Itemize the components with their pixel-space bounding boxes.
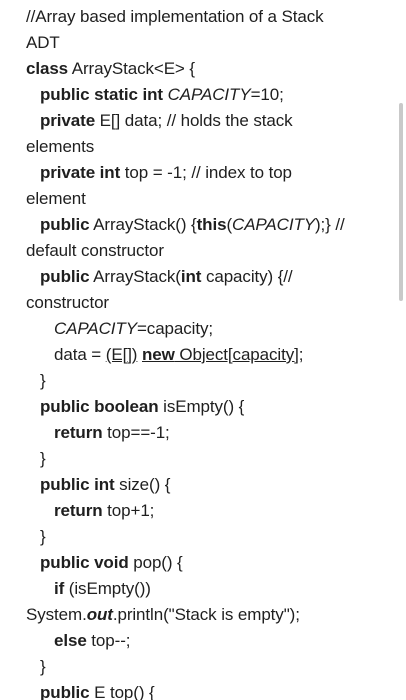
code-line-22: public void pop() { (26, 550, 390, 576)
keyword: public void (40, 553, 129, 572)
code-line-12: constructor (26, 290, 390, 316)
keyword: this (196, 215, 227, 234)
code-text: ArrayStack() { (89, 215, 197, 234)
code-line-20: return top+1; (26, 498, 390, 524)
closing-brace: } (40, 527, 46, 546)
code-text: ArrayStack( (89, 267, 181, 286)
code-line-5: private E[] data; // holds the stack (26, 108, 390, 134)
code-line-21: } (26, 524, 390, 550)
constant-name: CAPACITY (232, 215, 315, 234)
code-line-9: public ArrayStack() {this(CAPACITY);} // (26, 212, 390, 238)
keyword: return (54, 501, 103, 520)
keyword: private (40, 111, 96, 130)
comment-text: //Array based implementation of a Stack (26, 7, 324, 26)
code-line-8: element (26, 186, 390, 212)
code-text: System. (26, 605, 87, 624)
code-line-10: default constructor (26, 238, 390, 264)
code-text: capacity) {// (201, 267, 293, 286)
code-text: top==-1; (102, 423, 170, 442)
code-text: top = -1; // index to top (120, 163, 292, 182)
code-line-2: ADT (26, 30, 390, 56)
code-text: E top() { (89, 683, 155, 700)
underlined-cast: (E[]) (105, 345, 138, 364)
keyword: int (180, 267, 202, 286)
code-line-18: } (26, 446, 390, 472)
vertical-scrollbar[interactable] (399, 103, 403, 301)
code-line-4: public static int CAPACITY=10; (26, 82, 390, 108)
code-text: .println("Stack is empty"); (112, 605, 300, 624)
code-text: top+1; (102, 501, 155, 520)
closing-brace: } (40, 449, 46, 468)
code-line-19: public int size() { (26, 472, 390, 498)
code-line-23: if (isEmpty()) (26, 576, 390, 602)
comment-text: default constructor (26, 241, 164, 260)
keyword: public (40, 683, 90, 700)
keyword: else (54, 631, 87, 650)
code-text: ( (226, 215, 233, 234)
keyword: public static int (40, 85, 163, 104)
keyword: public int (40, 475, 115, 494)
code-text: (isEmpty()) (64, 579, 151, 598)
code-text: E[] data; // holds the stack (95, 111, 293, 130)
code-text: );} // (314, 215, 345, 234)
comment-text: constructor (26, 293, 109, 312)
code-text: pop() { (128, 553, 183, 572)
code-line-24: System.out.println("Stack is empty"); (26, 602, 390, 628)
code-text: =capacity; (136, 319, 213, 338)
keyword: class (26, 59, 69, 78)
keyword: public (40, 215, 90, 234)
code-text: ArrayStack<E> { (68, 59, 195, 78)
code-line-6: elements (26, 134, 390, 160)
keyword: return (54, 423, 103, 442)
code-listing: //Array based implementation of a Stack … (26, 4, 390, 700)
code-line-27: public E top() { (26, 680, 390, 700)
keyword: public (40, 267, 90, 286)
code-text: data = (54, 345, 106, 364)
code-line-15: } (26, 368, 390, 394)
keyword: public boolean (40, 397, 159, 416)
code-text: =10; (250, 85, 284, 104)
code-line-13: CAPACITY=capacity; (26, 316, 390, 342)
comment-text: element (26, 189, 86, 208)
comment-text: elements (26, 137, 95, 156)
closing-brace: } (40, 657, 46, 676)
constant-name: CAPACITY (162, 85, 251, 104)
code-text: ; (298, 345, 304, 364)
keyword: private int (40, 163, 121, 182)
code-line-14: data = (E[]) new Object[capacity]; (26, 342, 390, 368)
code-text: size() { (114, 475, 171, 494)
underlined-expression: Object[capacity] (174, 345, 299, 364)
code-line-16: public boolean isEmpty() { (26, 394, 390, 420)
code-line-3: class ArrayStack<E> { (26, 56, 390, 82)
constant-name: CAPACITY (54, 319, 137, 338)
closing-brace: } (40, 371, 46, 390)
keyword: new (142, 345, 175, 364)
code-line-1: //Array based implementation of a Stack (26, 4, 390, 30)
code-text: isEmpty() { (158, 397, 245, 416)
code-line-7: private int top = -1; // index to top (26, 160, 390, 186)
static-field: out (86, 605, 113, 624)
code-line-17: return top==-1; (26, 420, 390, 446)
comment-text: ADT (26, 33, 60, 52)
code-line-26: } (26, 654, 390, 680)
code-text: top--; (86, 631, 131, 650)
keyword: if (54, 579, 65, 598)
code-line-25: else top--; (26, 628, 390, 654)
code-line-11: public ArrayStack(int capacity) {// (26, 264, 390, 290)
